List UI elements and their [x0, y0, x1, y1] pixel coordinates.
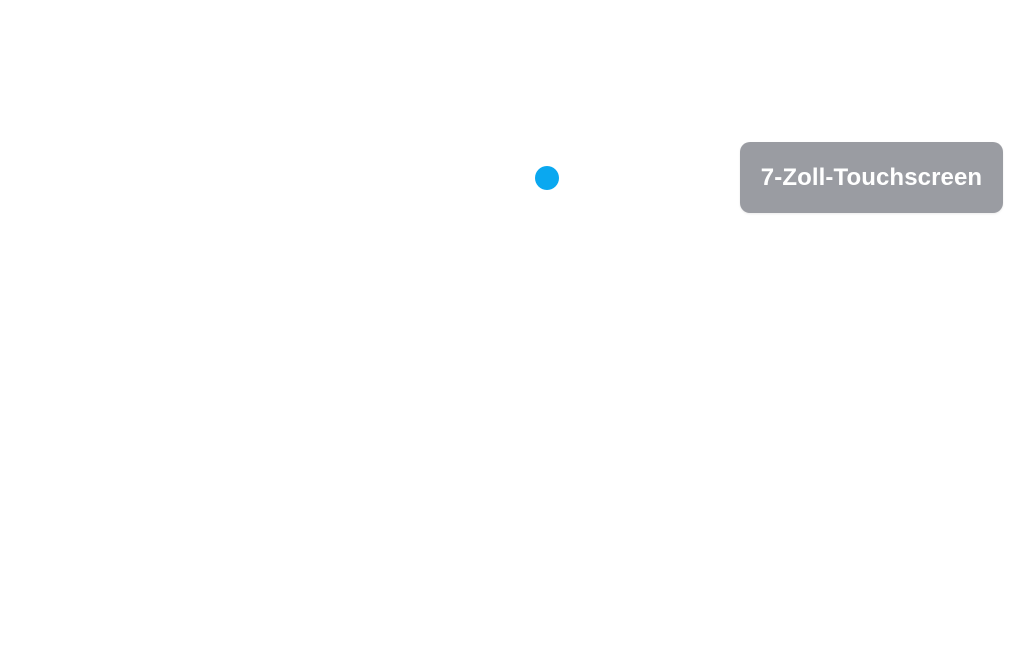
feature-callout-text: 7-Zoll-Touchscreen: [760, 163, 983, 191]
feature-callout-label: 7-Zoll-Touchscreen: [740, 142, 1003, 213]
feature-hotspot-dot[interactable]: [535, 166, 559, 190]
